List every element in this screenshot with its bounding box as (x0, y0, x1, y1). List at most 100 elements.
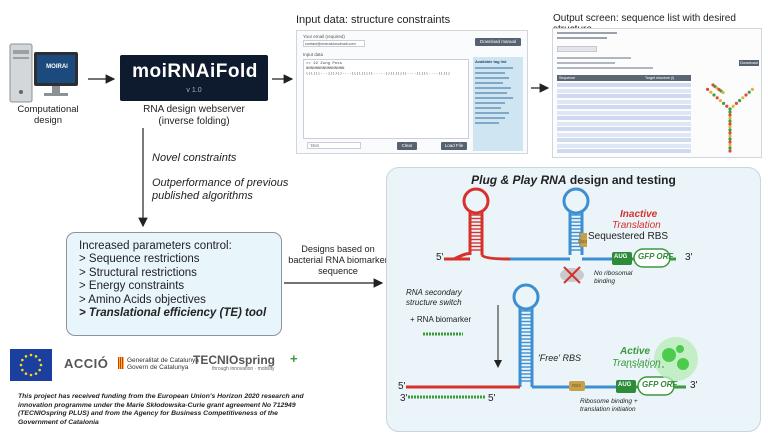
eu-star (34, 355, 38, 358)
output-download-button[interactable]: Download (739, 60, 759, 66)
eu-star (39, 363, 43, 367)
nucleotide-dot (718, 99, 722, 103)
output-table-header: Sequence Target structure (I) (557, 75, 691, 81)
input-screenshot: Your email (required) contact@moiraiclou… (296, 30, 528, 154)
nucleotide-dot (725, 104, 729, 108)
nucleotide-dot (734, 101, 738, 105)
output-screenshot: Download Sequence Target structure (I) (552, 28, 762, 158)
free-rbs-label: 'Free' RBS (538, 353, 581, 363)
nucleotide-dot (721, 90, 725, 95)
eu-star (38, 368, 41, 372)
nucleotide-dot (722, 101, 726, 105)
eu-star (21, 358, 24, 362)
input-textarea[interactable]: >> 22 Zung Poss NNNNNNNNNNNNNNNN ((((((.… (303, 59, 469, 139)
eu-star (24, 372, 28, 375)
nucleotide-dot (728, 140, 732, 144)
accio-logo: ACCIÓ (64, 356, 109, 371)
plug-and-play-title: Plug & Play RNA design and testing (386, 173, 761, 187)
eu-star (19, 363, 23, 367)
gfp-bottom-label: GFP ORF (642, 380, 678, 389)
clear-button[interactable]: Clear (397, 142, 417, 150)
tag-list-title: Available tag list (475, 59, 507, 64)
load-file-button[interactable]: Load File (441, 142, 467, 150)
col-sequence: Sequence (559, 76, 576, 80)
eu-flag-logo (10, 349, 52, 381)
eu-star (29, 353, 33, 357)
output-row (557, 121, 691, 126)
nucleotide-dot (728, 143, 732, 147)
funding-statement: This project has received funding from t… (18, 393, 304, 426)
inactive-label: Inactive (620, 209, 658, 220)
output-row (557, 116, 691, 120)
output-row (557, 94, 691, 98)
sample-line-1: >> 22 Zung Poss (306, 62, 343, 66)
aug-top-label: AUG (614, 254, 628, 260)
eu-star (24, 355, 28, 358)
nucleotide-dot (738, 99, 742, 103)
rbs-bottom-label: RBS (572, 383, 582, 388)
tag-list-panel: Available tag list (473, 57, 523, 151)
output-row (557, 88, 691, 93)
nucleotide-dot (728, 113, 732, 117)
nucleotide-dot (728, 131, 732, 135)
nucleotide-dot (712, 93, 716, 97)
designs-based-label: Designs based on bacterial RNA biomarker… (288, 244, 388, 276)
output-row (557, 105, 691, 109)
nucleotide-dot (728, 125, 732, 129)
plug-title-rest: design and testing (566, 173, 676, 187)
computational-design-label: Computational design (17, 104, 79, 126)
nucleotide-dot (741, 96, 745, 100)
output-row (557, 110, 691, 115)
generalitat-emblem (118, 357, 124, 369)
base-pair-rungs (471, 214, 581, 251)
input-data-label: Input data (303, 52, 324, 57)
param-line-te-tool: > Translational efficiency (TE) tool (79, 307, 267, 320)
input-screen-title: Input data: structure constraints (296, 14, 451, 26)
nucleotide-dot (750, 87, 754, 91)
nucleotide-dot (709, 90, 713, 94)
param-line-amino: > Amino Acids objectives (79, 293, 206, 306)
mode-select[interactable]: TE/S (307, 142, 361, 149)
output-header-lines (557, 32, 617, 39)
nucleotide-dot (747, 90, 751, 94)
eu-star (38, 358, 41, 362)
tecniospring-logo: TECNIOspring (193, 353, 276, 367)
inactive-switch (444, 187, 676, 268)
nucleotide-dot (728, 146, 732, 150)
output-desc-lines (557, 57, 653, 69)
gen-line-2: Govern de Catalunya (127, 364, 189, 371)
output-row (557, 132, 691, 137)
base-pair-rungs-bottom (521, 310, 531, 382)
output-row (557, 149, 691, 153)
download-manual-button[interactable]: Download manual (475, 38, 521, 46)
three-prime-top: 3' (685, 252, 693, 263)
logo-title: moiRNAiFold (132, 61, 258, 82)
active-label: Active (620, 346, 651, 357)
output-row (557, 99, 691, 104)
five-prime-biomarker: 5' (488, 393, 496, 404)
structure-switch-label: RNA secondary structure switch (406, 288, 462, 307)
three-prime-bottom: 3' (690, 380, 698, 391)
rna-structure-plot (706, 83, 754, 153)
no-binding-label: No ribosomal binding (594, 270, 633, 285)
param-line-sequence: > Sequence restrictions (79, 253, 200, 266)
generalitat-logo: Generalitat de Catalunya Govern de Catal… (127, 357, 199, 371)
eu-star (21, 368, 24, 372)
sample-line-3: ((((((...))))))....(((((((((.....)))))))… (306, 72, 451, 76)
param-line-energy: > Energy constraints (79, 280, 185, 293)
logo-version: v 1.0 (186, 87, 202, 94)
output-row (557, 83, 691, 87)
active-switch (406, 283, 698, 399)
translation-bottom-label: Translation (612, 358, 661, 369)
eu-star (29, 373, 33, 377)
nucleotide-dot (728, 128, 732, 132)
nucleotide-dot (715, 96, 719, 100)
parameters-box: Increased parameters control: > Sequence… (66, 232, 282, 336)
five-prime-top: 5' (436, 252, 444, 263)
rna-biomarker-label: + RNA biomarker (410, 315, 472, 324)
ribosome-binding-label: Ribosome binding + translation initiatio… (580, 398, 638, 413)
tag-list-lines (475, 67, 521, 124)
param-line-structural: > Structural restrictions (79, 266, 197, 279)
email-field[interactable]: contact@moiraicloudmail.com (303, 40, 365, 47)
output-tabs[interactable] (557, 46, 597, 52)
